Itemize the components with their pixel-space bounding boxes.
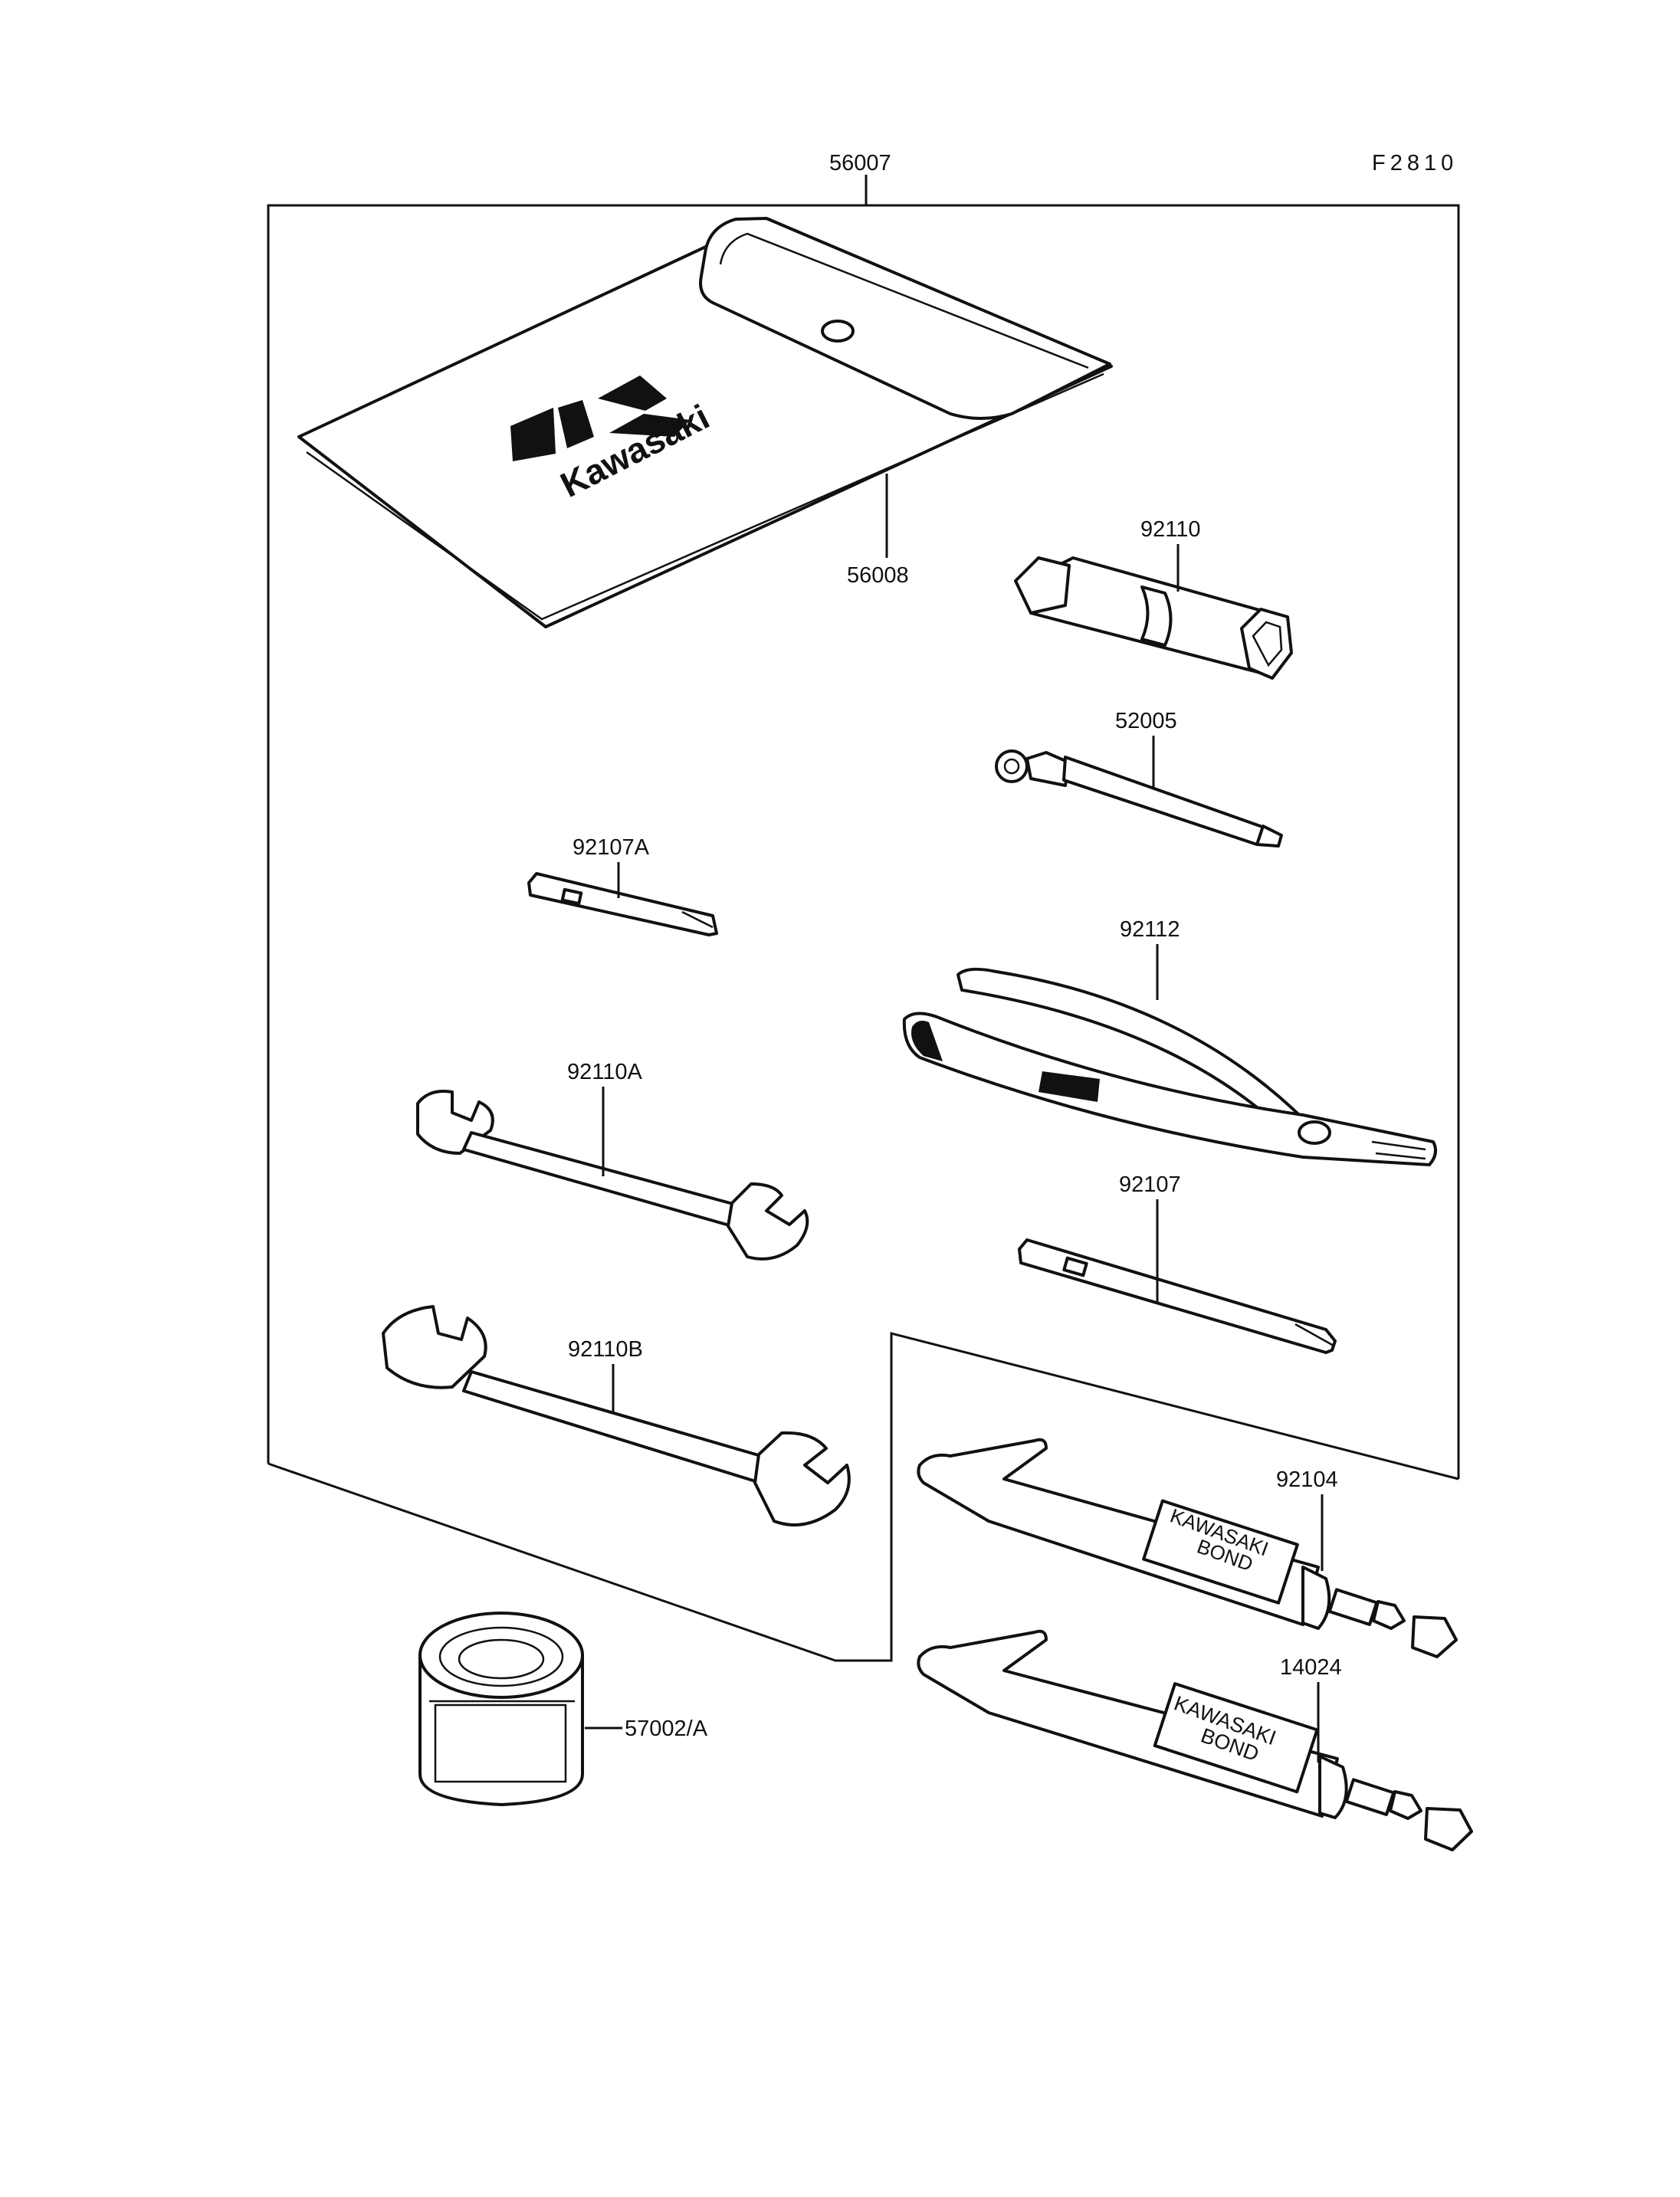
callout-92107A: 92107A	[573, 835, 650, 860]
callout-52005: 52005	[1115, 709, 1177, 733]
open-end-wrench-b	[382, 1305, 851, 1526]
bond-tube-1: KAWASAKI BOND	[917, 1438, 1458, 1658]
callout-92107: 92107	[1119, 1172, 1181, 1197]
callout-57002A: 57002/A	[625, 1717, 708, 1741]
grease-can	[418, 1612, 584, 1806]
screwdriver-bit	[1018, 1238, 1337, 1354]
screwdriver-bit-a	[527, 872, 718, 936]
open-end-wrench-a	[416, 1090, 809, 1261]
callout-56007: 56007	[829, 151, 891, 175]
callout-92104: 92104	[1276, 1467, 1338, 1492]
callout-labels: F2810 56007 56008 92110 52005 92107A 921…	[567, 151, 1458, 1741]
callout-92110B: 92110B	[568, 1337, 643, 1362]
tool-pouch: Kawasaki	[297, 217, 1113, 628]
pliers	[902, 967, 1438, 1166]
leader-lines	[585, 175, 1324, 1763]
kit-boundary	[267, 204, 1460, 1662]
callout-92110: 92110	[1140, 517, 1201, 542]
callout-92110A: 92110A	[567, 1060, 642, 1084]
plug-wrench	[1014, 556, 1293, 680]
figure-code: F2810	[1372, 151, 1458, 175]
bond-tube-2: KAWASAKI BOND	[917, 1629, 1473, 1851]
callout-14024: 14024	[1280, 1655, 1342, 1680]
screwdriver-grip	[995, 749, 1283, 848]
callout-56008: 56008	[847, 563, 909, 588]
callout-92112: 92112	[1120, 917, 1180, 942]
